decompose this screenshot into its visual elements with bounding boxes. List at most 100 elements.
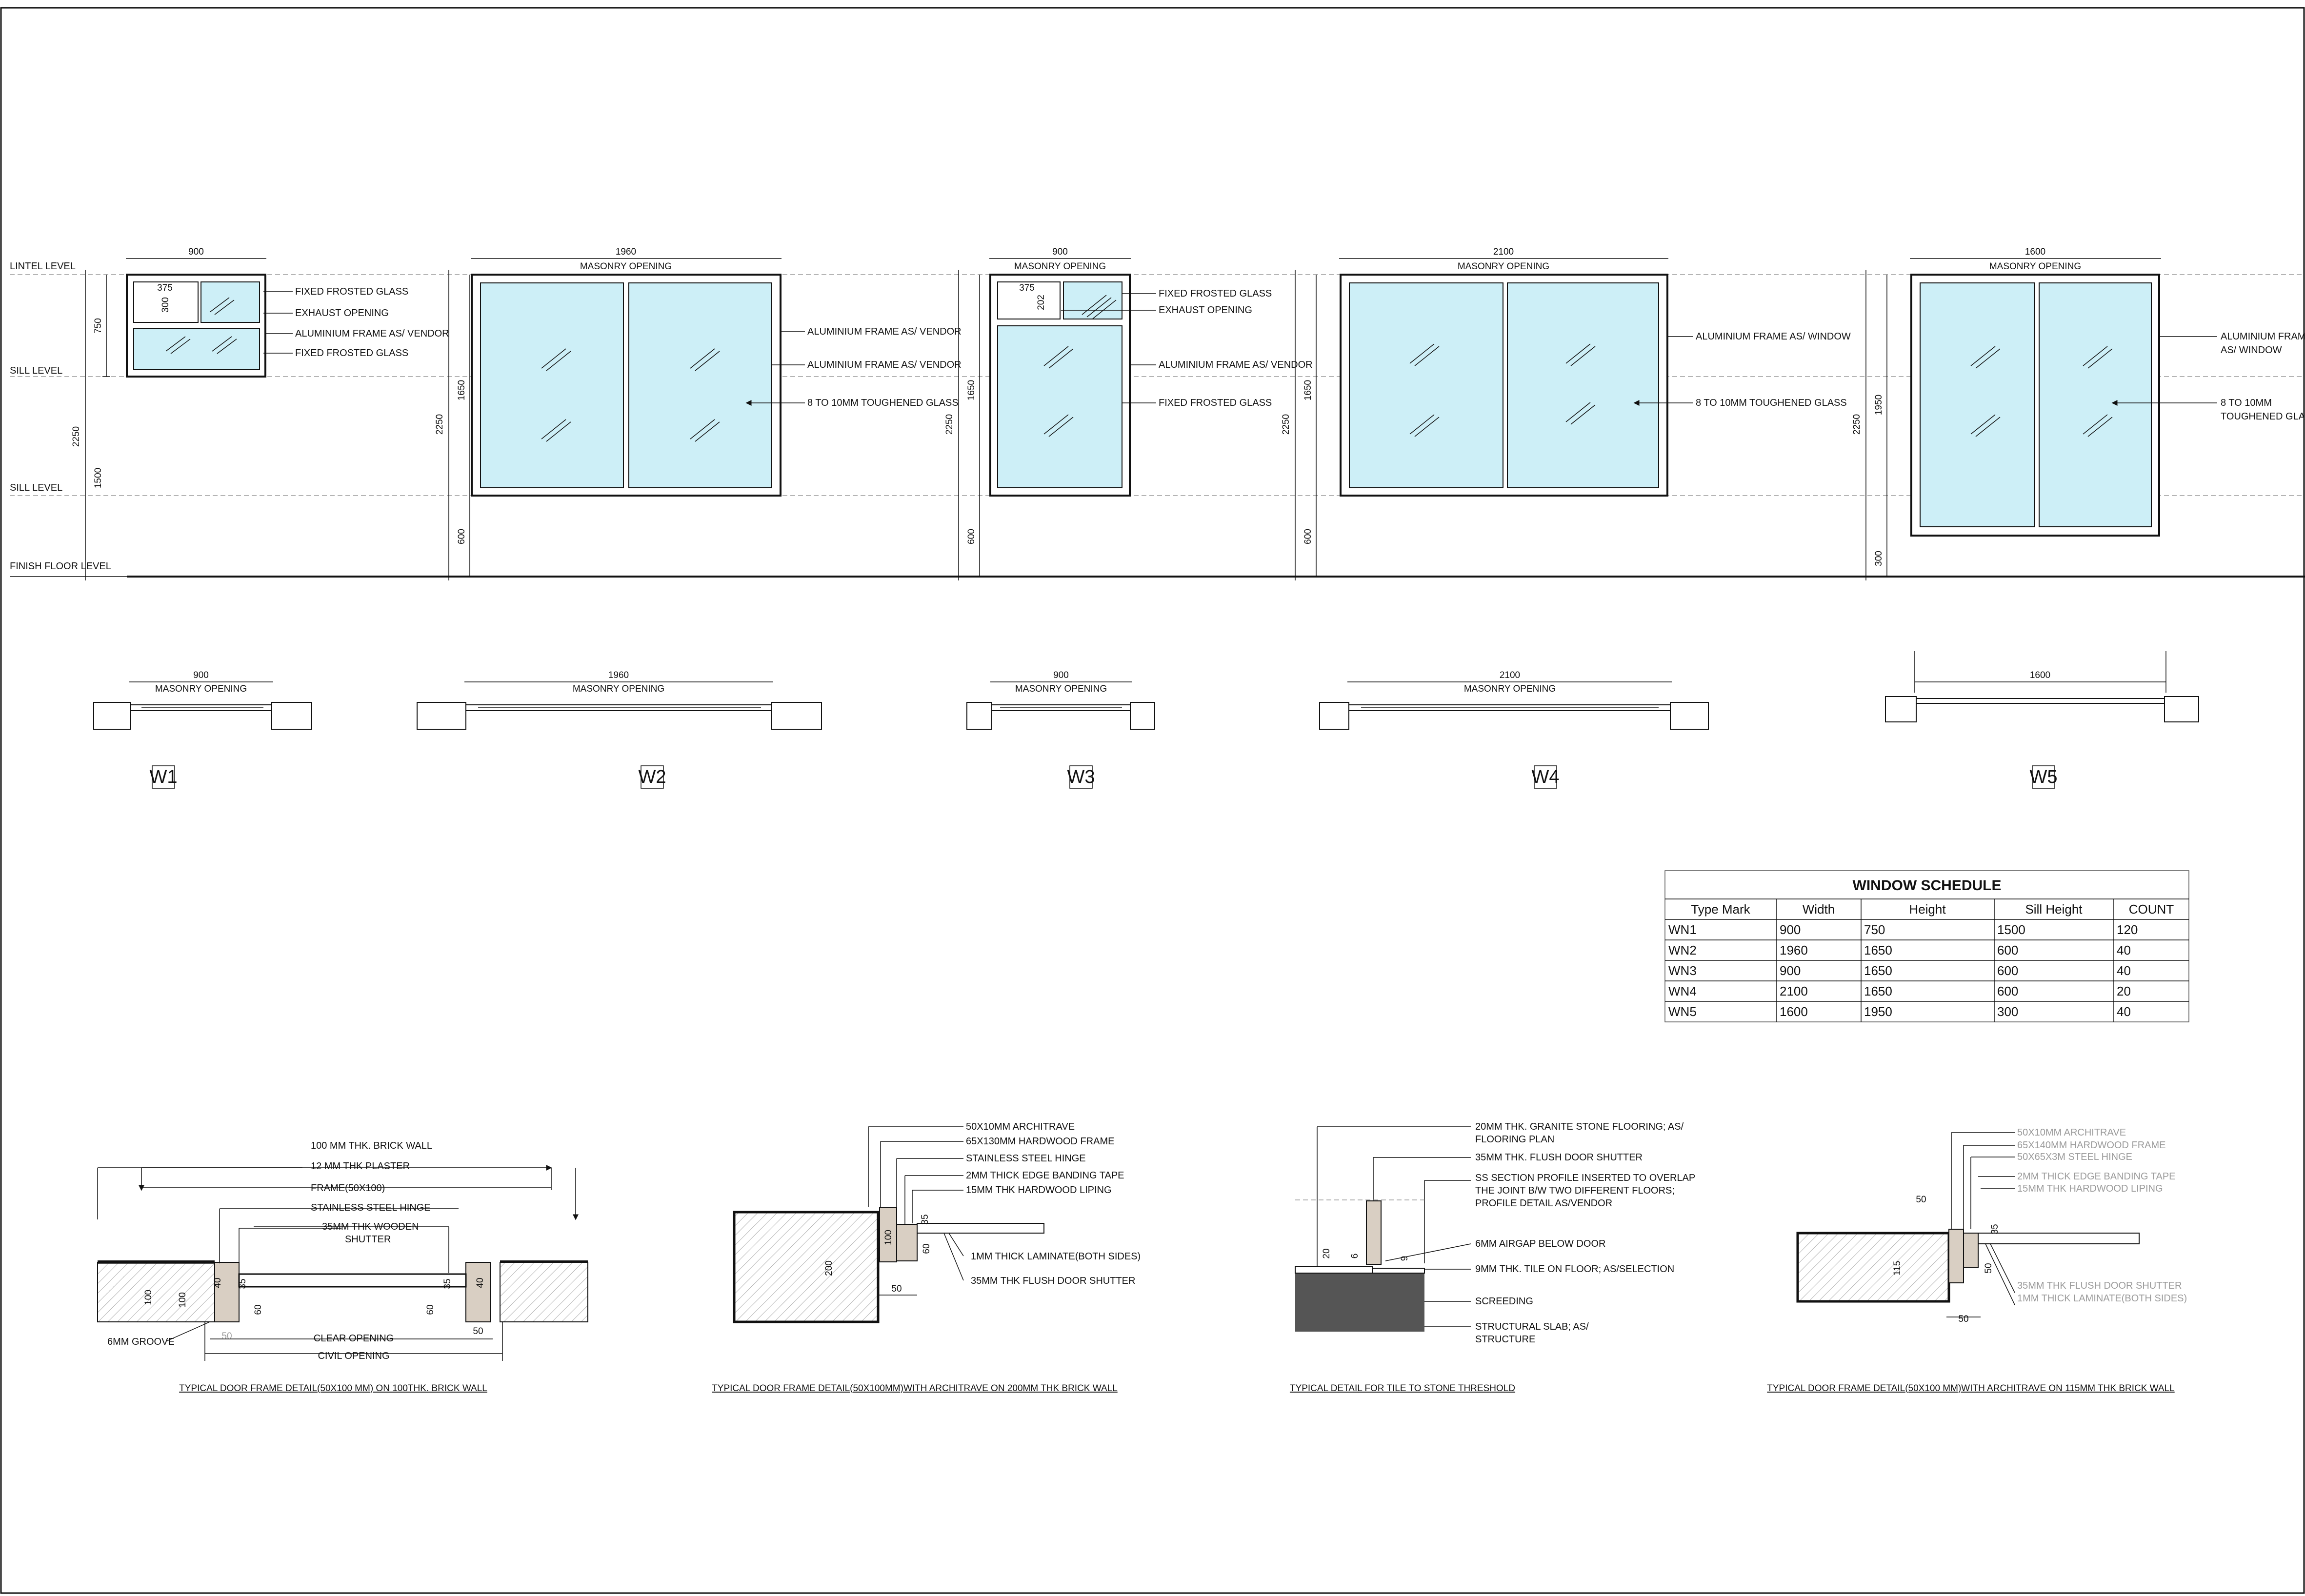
detail-1-drawing bbox=[97, 1165, 588, 1361]
w1-total-height: 2250 bbox=[71, 426, 81, 447]
w2-tag: W2 bbox=[639, 767, 666, 787]
schedule-cell: 20 bbox=[2117, 984, 2131, 998]
d1-dim: 35 bbox=[442, 1278, 453, 1289]
schedule-cell: 1960 bbox=[1780, 943, 1808, 958]
w2-sill-dim: 600 bbox=[457, 529, 467, 544]
w4-note-frame: ALUMINIUM FRAME AS/ WINDOW bbox=[1696, 331, 1851, 342]
w5-width-dim: 1600 bbox=[2025, 247, 2045, 257]
d3-note: SS SECTION PROFILE INSERTED TO OVERLAP bbox=[1475, 1173, 1695, 1183]
w3-plan-masonry: MASONRY OPENING bbox=[1015, 684, 1107, 694]
w2-total-height: 2250 bbox=[435, 414, 445, 435]
w1-sub-width: 375 bbox=[157, 283, 173, 293]
w5-note-frame-l1: ALUMINIUM FRAME bbox=[2221, 331, 2305, 342]
table-row: WN2 1960 1650 600 40 bbox=[1668, 943, 2131, 958]
schedule-header-row: Type Mark Width Height Sill Height COUNT bbox=[1691, 902, 2174, 917]
schedule-cell: 750 bbox=[1864, 922, 1885, 937]
w2-note-frame-1: ALUMINIUM FRAME AS/ VENDOR bbox=[807, 326, 962, 337]
table-row: WN1 900 750 1500 120 bbox=[1668, 922, 2138, 937]
d4-dim: 50 bbox=[1916, 1195, 1926, 1205]
d1-dim: 40 bbox=[213, 1277, 223, 1288]
d3-note: 20MM THK. GRANITE STONE FLOORING; AS/ bbox=[1475, 1121, 1684, 1132]
w3-width-dim: 900 bbox=[1052, 247, 1068, 257]
schedule-cell: 1600 bbox=[1780, 1004, 1808, 1019]
w2-width-dim: 1960 bbox=[616, 247, 636, 257]
w1-width-dim: 900 bbox=[188, 247, 204, 257]
d3-note: THE JOINT B/W TWO DIFFERENT FLOORS; bbox=[1475, 1185, 1675, 1196]
w5-tag: W5 bbox=[2030, 767, 2058, 787]
d4-note: 50X65X3M STEEL HINGE bbox=[2017, 1152, 2132, 1162]
ffl-label: FINISH FLOOR LEVEL bbox=[10, 561, 111, 572]
d1-dim: 100 bbox=[143, 1290, 154, 1305]
d2-note: 50X10MM ARCHITRAVE bbox=[966, 1121, 1075, 1132]
w3-elevation: 2250 1650 600 900 MASONRY OPENING 375 20… bbox=[944, 247, 1156, 580]
w5-total-height: 2250 bbox=[1852, 414, 1862, 435]
d4-note: 50X10MM ARCHITRAVE bbox=[2017, 1127, 2126, 1138]
d3-dim: 20 bbox=[1322, 1248, 1332, 1258]
w3-note-frosted-2: FIXED FROSTED GLASS bbox=[1159, 398, 1272, 408]
d4-note: 35MM THK FLUSH DOOR SHUTTER bbox=[2017, 1280, 2182, 1291]
d4-caption: TYPICAL DOOR FRAME DETAIL(50X100 MM)WITH… bbox=[1767, 1383, 2174, 1394]
d4-dim: 35 bbox=[1990, 1224, 2000, 1234]
w2-note-frame-2: ALUMINIUM FRAME AS/ VENDOR bbox=[807, 359, 962, 370]
d1-groove: 6MM GROOVE bbox=[107, 1337, 175, 1347]
d1-dim: 40 bbox=[475, 1277, 485, 1288]
schedule-cell: 1650 bbox=[1864, 984, 1892, 998]
w2-plan: 1960 MASONRY OPENING bbox=[417, 670, 822, 730]
w4-sill-dim: 600 bbox=[1303, 529, 1313, 544]
w3-plan-width: 900 bbox=[1053, 670, 1069, 680]
schedule-cell: 120 bbox=[2117, 922, 2138, 937]
w5-plan: 1600 bbox=[1885, 651, 2199, 722]
w2-note-glass: 8 TO 10MM TOUGHENED GLASS bbox=[807, 398, 959, 408]
d3-note: 6MM AIRGAP BELOW DOOR bbox=[1475, 1238, 1605, 1249]
w3-window-height: 1650 bbox=[966, 380, 977, 400]
w5-masonry-label: MASONRY OPENING bbox=[1989, 261, 2081, 272]
schedule-header-cell: Sill Height bbox=[2025, 902, 2083, 917]
d4-note: 2MM THICK EDGE BANDING TAPE bbox=[2017, 1171, 2176, 1182]
schedule-header-cell: Type Mark bbox=[1691, 902, 1750, 917]
schedule-cell: 900 bbox=[1780, 963, 1801, 978]
d2-caption: TYPICAL DOOR FRAME DETAIL(50X100MM)WITH … bbox=[712, 1383, 1118, 1394]
d3-dim: 9 bbox=[1400, 1256, 1410, 1261]
w5-sill-dim: 300 bbox=[1874, 551, 1884, 566]
w4-plan-masonry: MASONRY OPENING bbox=[1464, 684, 1556, 694]
d2-note: 35MM THK FLUSH DOOR SHUTTER bbox=[971, 1276, 1135, 1286]
schedule-cell: WN1 bbox=[1668, 922, 1697, 937]
schedule-title: WINDOW SCHEDULE bbox=[1853, 878, 2002, 894]
w5-plan-width: 1600 bbox=[2030, 670, 2050, 680]
schedule-cell: 1950 bbox=[1864, 1004, 1892, 1019]
d4-note: 65X140MM HARDWOOD FRAME bbox=[2017, 1140, 2166, 1151]
schedule-header-cell: Width bbox=[1803, 902, 1835, 917]
w1-tag-box bbox=[152, 765, 175, 789]
schedule-cell: 600 bbox=[1997, 963, 2018, 978]
d1-note-frame: FRAME(50X100) bbox=[311, 1183, 385, 1194]
d2-dim: 100 bbox=[883, 1230, 894, 1245]
d3-note: STRUCTURAL SLAB; AS/ bbox=[1475, 1321, 1589, 1332]
d3-note: PROFILE DETAIL AS/VENDOR bbox=[1475, 1198, 1612, 1209]
w1-plan: 900 MASONRY OPENING bbox=[93, 670, 312, 730]
w4-width-dim: 2100 bbox=[1493, 247, 1514, 257]
d1-note-shutter-l2: SHUTTER bbox=[345, 1234, 391, 1245]
d1-civil-opening: CIVIL OPENING bbox=[318, 1351, 389, 1361]
d3-note: FLOORING PLAN bbox=[1475, 1134, 1554, 1145]
schedule-cell: 600 bbox=[1997, 984, 2018, 998]
sill-level-label-1: SILL LEVEL bbox=[10, 365, 62, 376]
lintel-level-label: LINTEL LEVEL bbox=[10, 261, 76, 272]
window-schedule bbox=[1664, 870, 2189, 1022]
w3-note-exhaust: EXHAUST OPENING bbox=[1159, 305, 1252, 316]
w1-note-frame: ALUMINIUM FRAME AS/ VENDOR bbox=[295, 328, 449, 339]
d1-dim: 60 bbox=[425, 1304, 436, 1315]
w2-plan-masonry: MASONRY OPENING bbox=[573, 684, 664, 694]
w2-tag-box bbox=[641, 765, 664, 789]
d1-dim: 60 bbox=[253, 1304, 263, 1315]
w1-plan-masonry: MASONRY OPENING bbox=[155, 684, 247, 694]
w1-sill-dim: 1500 bbox=[93, 468, 103, 488]
w1-window-height: 750 bbox=[93, 318, 103, 334]
w3-note-frame: ALUMINIUM FRAME AS/ VENDOR bbox=[1159, 359, 1313, 370]
d4-dim: 50 bbox=[1984, 1263, 1994, 1273]
d3-note: 35MM THK. FLUSH DOOR SHUTTER bbox=[1475, 1152, 1643, 1163]
d2-dim: 200 bbox=[824, 1260, 834, 1276]
schedule-cell: 600 bbox=[1997, 943, 2018, 958]
d2-note: 65X130MM HARDWOOD FRAME bbox=[966, 1136, 1115, 1147]
w3-sub-width: 375 bbox=[1019, 283, 1035, 293]
